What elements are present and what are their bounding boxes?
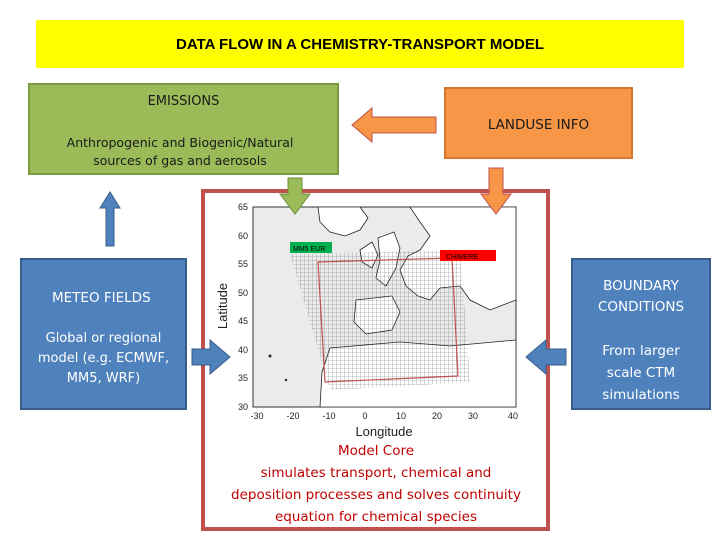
y-tick-labels: 65 60 55 50 45 40 35 30 [238,202,248,412]
model-grid [290,250,470,390]
x-tick: 10 [396,411,406,421]
label-red: CHIMERE [446,254,479,261]
y-tick: 30 [238,402,248,412]
x-tick: -10 [322,411,335,421]
boundary-description: From larger scale CTM simulations [602,343,680,403]
arrow-meteo-to-emissions [99,191,121,247]
model-core-description: Model Core simulates transport, chemical… [231,443,521,525]
arrow-landuse-to-emissions [351,106,437,144]
label-green-bg [290,242,332,253]
emissions-description: Anthropogenic and Biogenic/Natural sourc… [66,135,294,168]
diagram-title: DATA FLOW IN A CHEMISTRY-TRANSPORT MODEL [36,20,684,68]
arrow-emissions-to-core [279,177,311,215]
label-red-bg [440,250,496,261]
boundary-conditions-box: BOUNDARY CONDITIONS From larger scale CT… [571,258,711,410]
arrow-landuse-to-core [480,167,512,215]
nested-domain-outline [317,257,459,383]
meteo-description: Global or regional model (e.g. ECMWF, MM… [37,331,170,386]
emissions-heading: EMISSIONS [147,94,220,109]
y-tick: 45 [238,316,248,326]
x-tick: -20 [286,411,299,421]
x-axis-label: Longitude [355,424,412,439]
emissions-box: EMISSIONS Anthropogenic and Biogenic/Nat… [28,83,339,175]
y-tick: 50 [238,288,248,298]
y-tick: 60 [238,231,248,241]
label-green: MM5 EUR [293,246,325,253]
domain-map: MM5 EUR CHIMERE 65 60 55 50 45 40 35 30 … [215,202,518,439]
landuse-heading: LANDUSE INFO [487,117,590,133]
boundary-heading: BOUNDARY CONDITIONS [597,278,685,315]
x-tick: 20 [432,411,442,421]
x-tick: 40 [508,411,518,421]
y-tick: 40 [238,345,248,355]
y-axis-label: Latitude [215,283,230,329]
meteo-heading: METEO FIELDS [52,290,151,306]
arrow-meteo-to-core [191,338,231,376]
y-tick: 65 [238,202,248,212]
x-tick: 30 [468,411,478,421]
x-tick: 0 [362,411,367,421]
y-tick: 55 [238,259,248,269]
arrow-boundary-to-core [525,338,567,376]
meteo-fields-box: METEO FIELDS Global or regional model (e… [20,258,187,410]
x-tick-labels: -30 -20 -10 0 10 20 30 40 [250,411,518,421]
x-tick: -30 [250,411,263,421]
landuse-box: LANDUSE INFO [444,87,633,159]
y-tick: 35 [238,373,248,383]
